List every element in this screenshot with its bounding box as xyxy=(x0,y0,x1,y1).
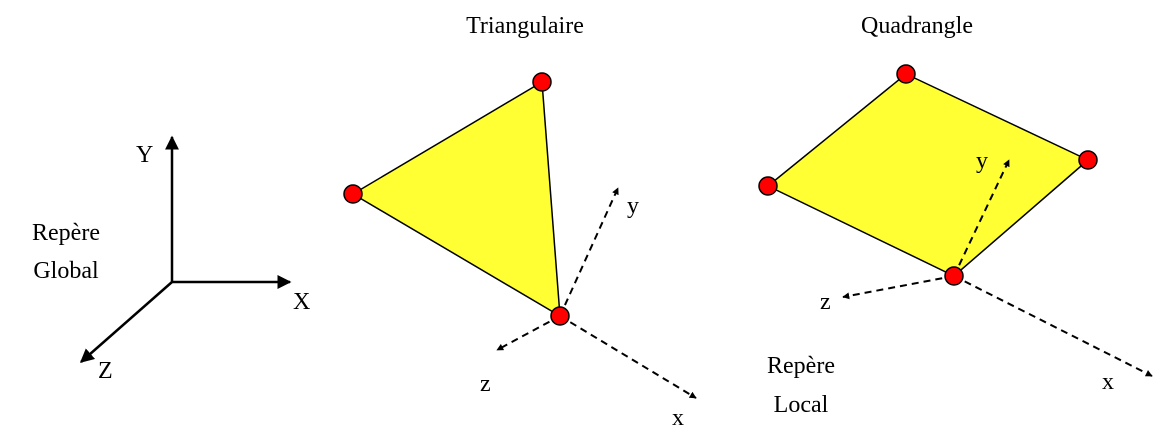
triangle-node-left xyxy=(343,184,363,204)
quad-local-x-axis xyxy=(953,275,1153,377)
triangle-local-x-axis xyxy=(559,315,697,399)
global-z-label: Z xyxy=(98,358,113,384)
triangle-local-x-label: x xyxy=(672,405,684,427)
quad-local-y-axis xyxy=(953,159,1010,277)
global-frame-label-line1: Repère xyxy=(32,220,100,246)
quad-title: Quadrangle xyxy=(861,13,973,39)
triangle-local-y-axis xyxy=(559,187,619,317)
quad-local-z-axis xyxy=(842,275,955,300)
global-y-label: Y xyxy=(136,142,153,168)
global-z-axis xyxy=(79,281,173,363)
local-frame-label-line1: Repère xyxy=(767,353,835,379)
triangle-local-z-label: z xyxy=(480,371,491,397)
global-x-label: X xyxy=(293,289,310,315)
triangle-title: Triangulaire xyxy=(466,13,584,39)
quad-local-z-label: z xyxy=(820,289,831,315)
quad-element: y x z xyxy=(758,64,1153,395)
triangle-local-y-label: y xyxy=(627,193,639,219)
global-frame: Y X Z Repère Global xyxy=(32,135,310,384)
triangle-element: y x z xyxy=(343,72,697,427)
local-frame-label-line2: Local xyxy=(774,392,829,418)
triangle-local-z-axis xyxy=(496,315,561,351)
quad-local-x-label: x xyxy=(1102,369,1114,395)
triangle-face xyxy=(351,80,561,318)
quad-node-right xyxy=(1078,150,1098,170)
global-frame-label-line2: Global xyxy=(33,258,99,284)
quad-node-origin xyxy=(944,266,964,286)
triangle-node-origin xyxy=(550,306,570,326)
quad-local-y-label: y xyxy=(976,148,988,174)
quad-face xyxy=(766,73,1090,277)
quad-node-top xyxy=(896,64,916,84)
triangle-node-top xyxy=(532,72,552,92)
quad-node-left xyxy=(758,176,778,196)
